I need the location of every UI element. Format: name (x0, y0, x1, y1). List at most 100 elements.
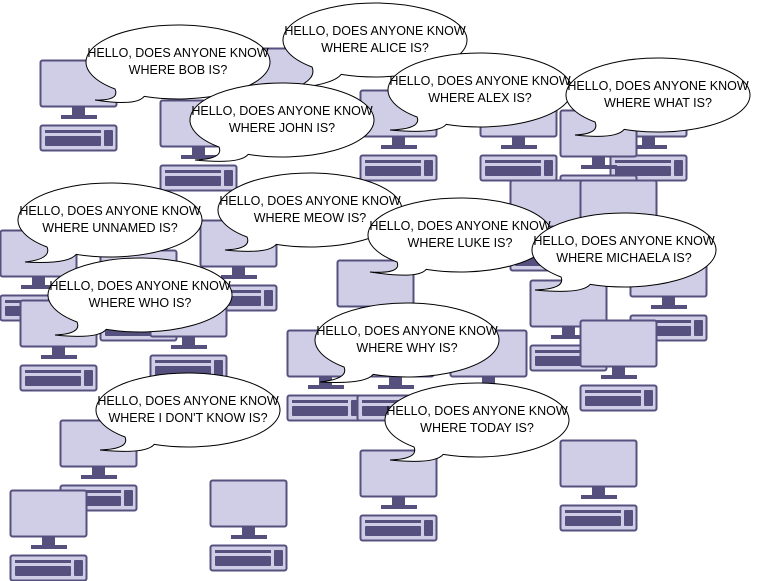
monitor-base (378, 385, 414, 389)
keyboard-row (362, 400, 418, 403)
bubble-line-2: WHERE I DON'T KNOW IS? (108, 411, 267, 425)
bubble-line-2: WHERE WHO IS? (89, 296, 192, 310)
bubble-line-1: HELLO, DOES ANYONE KNOW (386, 404, 567, 418)
keyboard-row (215, 556, 271, 566)
monitor-stand (242, 527, 255, 537)
bubble-shape (314, 302, 500, 383)
keyboard-row (485, 166, 541, 176)
keyboard-row (165, 176, 221, 186)
bubble-shape (384, 382, 570, 462)
monitor-stand (662, 297, 675, 307)
bubble-line-1: HELLO, DOES ANYONE KNOW (219, 194, 400, 208)
keyboard-row (365, 526, 421, 536)
bubble-line-1: HELLO, DOES ANYONE KNOW (49, 279, 230, 293)
keyboard-row (585, 396, 641, 406)
keyboard-row (15, 560, 71, 563)
monitor-base (61, 115, 97, 119)
monitor-stand (592, 487, 605, 497)
bubble-line-2: WHERE BOB IS? (129, 63, 228, 77)
keyboard-row (215, 550, 271, 553)
monitor-base (601, 375, 637, 379)
keyboard-row (615, 160, 671, 163)
bubble-shape (95, 372, 281, 452)
keyboard-row (45, 136, 101, 146)
keyboard-row (565, 510, 621, 513)
keyboard-key (644, 390, 653, 406)
keyboard-key (74, 560, 83, 576)
keyboard-row (485, 160, 541, 163)
monitor-base (221, 275, 257, 279)
bubble-line-2: WHERE TODAY IS? (420, 421, 534, 435)
desktop-computer-icon (209, 479, 288, 572)
keyboard-key (424, 160, 433, 176)
bubble-line-1: HELLO, DOES ANYONE KNOW (97, 394, 278, 408)
bubble-line-2: WHERE UNNAMED IS? (42, 221, 177, 235)
speech-bubble: HELLO, DOES ANYONE KNOW WHERE I DON'T KNO… (95, 372, 281, 452)
monitor-stand (389, 377, 402, 387)
bubble-line-2: WHERE MICHAELA IS? (556, 251, 691, 265)
monitor-base (381, 145, 417, 149)
keyboard-row (565, 516, 621, 526)
bubble-line-2: WHERE LUKE IS? (408, 236, 513, 250)
keyboard-row (205, 290, 261, 293)
keyboard-row (45, 130, 101, 133)
monitor-stand (392, 497, 405, 507)
monitor-base (651, 305, 687, 309)
monitor-stand (612, 367, 625, 377)
monitor-stand (482, 377, 495, 387)
monitor-base (551, 335, 587, 339)
monitor-base (581, 495, 617, 499)
bubble-line-1: HELLO, DOES ANYONE KNOW (389, 74, 570, 88)
keyboard-row (155, 360, 211, 363)
keyboard-row (15, 566, 71, 576)
desktop-computer-icon (9, 489, 88, 581)
monitor (359, 449, 438, 498)
bubble-line-2: WHERE ALEX IS? (428, 91, 532, 105)
keyboard-row (365, 160, 421, 163)
monitor-base (181, 155, 217, 159)
keyboard-key (84, 370, 93, 386)
speech-bubble: HELLO, DOES ANYONE KNOW WHERE ALEX IS? (387, 52, 573, 132)
desktop-computer-icon (559, 439, 638, 532)
bubble-shape (531, 212, 717, 292)
bubble-shape (47, 257, 233, 337)
monitor-base (308, 385, 344, 389)
keyboard-row (535, 356, 591, 366)
monitor-base (21, 285, 57, 289)
monitor-stand (182, 337, 195, 347)
monitor-stand (32, 277, 45, 287)
bubble-shape (17, 182, 203, 263)
keyboard-key (214, 360, 223, 376)
bubble-shape (367, 197, 553, 276)
monitor (579, 319, 658, 368)
monitor-base (31, 545, 67, 549)
monitor-stand (72, 107, 85, 117)
monitor-base (381, 505, 417, 509)
monitor-stand (52, 347, 65, 357)
keyboard-row (65, 490, 121, 493)
bubble-line-1: HELLO, DOES ANYONE KNOW (533, 234, 714, 248)
monitor (559, 439, 638, 488)
keyboard-key (674, 160, 683, 176)
speech-bubble: HELLO, DOES ANYONE KNOW WHERE WHO IS? (47, 257, 233, 337)
keyboard-key (624, 510, 633, 526)
monitor-stand (562, 327, 575, 337)
keyboard-key (544, 160, 553, 176)
monitor-stand (192, 147, 205, 157)
keyboard-key (264, 290, 273, 306)
keyboard-key (124, 490, 133, 506)
monitor-base (81, 475, 117, 479)
bubble-line-1: HELLO, DOES ANYONE KNOW (284, 24, 465, 38)
bubble-shape (387, 52, 573, 132)
bubble-line-2: WHERE ALICE IS? (321, 41, 429, 55)
monitor-stand (512, 137, 525, 147)
monitor-stand (232, 267, 245, 277)
